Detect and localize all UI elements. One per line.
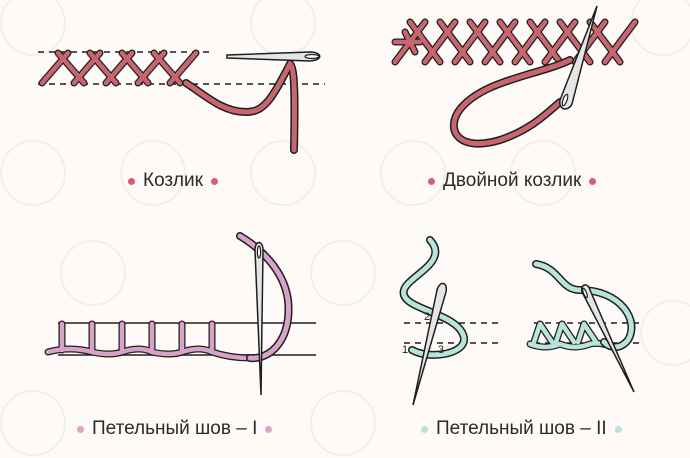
bullet-dot bbox=[428, 177, 435, 185]
watermark-circle bbox=[310, 240, 376, 306]
bullet-dot bbox=[421, 425, 428, 433]
needle-icon bbox=[580, 284, 635, 393]
thread-icon bbox=[399, 236, 468, 359]
thread-icon bbox=[449, 56, 574, 148]
watermark-circle bbox=[120, 140, 186, 206]
watermark-circle bbox=[0, 140, 66, 206]
buttonhole-2-loops bbox=[526, 320, 614, 351]
double-kozlik-diagram bbox=[391, 5, 639, 148]
caption-kozlik: Козлик bbox=[128, 168, 218, 194]
caption-buttonhole-1-text: Петельный шов – I bbox=[92, 418, 258, 439]
caption-kozlik-text: Козлик bbox=[143, 170, 203, 191]
bullet-dot bbox=[210, 177, 218, 185]
caption-buttonhole-1: Петельный шов – I bbox=[77, 416, 273, 442]
kozlik-diagram bbox=[38, 49, 325, 154]
kozlik-crosses bbox=[38, 49, 200, 87]
needle-icon bbox=[226, 51, 321, 62]
watermark-circle bbox=[0, 390, 66, 456]
thread-icon bbox=[236, 232, 293, 363]
double-kozlik-crosses bbox=[391, 18, 639, 66]
watermark-circle bbox=[60, 240, 126, 306]
caption-double-kozlik: Двойной козлик bbox=[428, 168, 597, 194]
watermark-circle bbox=[250, 140, 316, 206]
thread-icon bbox=[182, 57, 299, 154]
bullet-dot bbox=[128, 177, 135, 185]
step-label-3: 3 bbox=[438, 344, 444, 356]
bullet-dot bbox=[77, 425, 84, 433]
needle-icon bbox=[559, 5, 598, 110]
needle-icon bbox=[254, 241, 264, 396]
watermark-circle bbox=[380, 140, 446, 206]
bullet-dot bbox=[614, 425, 622, 433]
watermark-circle bbox=[0, 0, 66, 56]
watermark-circle bbox=[640, 300, 690, 366]
buttonhole-1-diagram bbox=[44, 232, 316, 396]
caption-double-kozlik-text: Двойной козлик bbox=[443, 170, 582, 191]
watermark-circle bbox=[510, 140, 576, 206]
bullet-dot bbox=[589, 177, 597, 185]
thread-icon bbox=[532, 260, 636, 351]
bullet-dot bbox=[265, 425, 273, 433]
caption-buttonhole-2: Петельный шов – II bbox=[421, 416, 622, 442]
needle-icon bbox=[412, 282, 448, 406]
step-label-2: 2 bbox=[424, 311, 430, 323]
buttonhole-1-loops bbox=[44, 320, 254, 362]
buttonhole-2-diagram: 2 1 3 bbox=[399, 236, 640, 406]
watermark-circle bbox=[310, 390, 376, 456]
caption-buttonhole-2-text: Петельный шов – II bbox=[436, 418, 607, 439]
step-label-1: 1 bbox=[402, 344, 408, 356]
